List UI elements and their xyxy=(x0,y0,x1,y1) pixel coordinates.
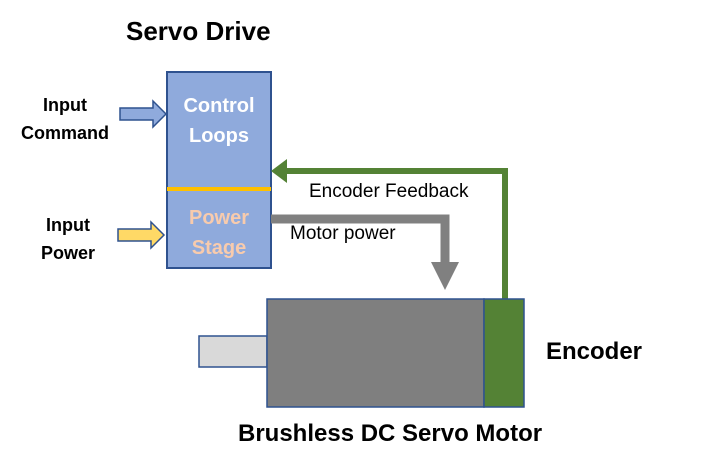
encoder-feedback-arrowhead xyxy=(271,159,287,183)
encoder-feedback-line xyxy=(284,168,508,300)
motor-power-label: Motor power xyxy=(290,223,396,244)
servo-drive-title: Servo Drive xyxy=(126,16,271,46)
motor-shaft xyxy=(198,335,268,368)
input-power-label: Input Power xyxy=(22,211,114,267)
input-power-arrow xyxy=(117,220,166,250)
encoder-label: Encoder xyxy=(546,338,643,365)
control-loops-text: Control Loops xyxy=(183,95,255,147)
encoder-feedback-label: Encoder Feedback xyxy=(309,181,469,202)
power-stage-text: Power Stage xyxy=(188,207,250,259)
power-stage-label: Power Stage xyxy=(167,203,271,263)
encoder-block xyxy=(483,298,525,408)
motor-power-line xyxy=(271,214,450,262)
input-power-text: Input Power xyxy=(40,215,96,263)
motor-power-arrowhead xyxy=(431,262,459,290)
input-command-arrow xyxy=(119,99,168,129)
control-loops-label: Control Loops xyxy=(167,91,271,151)
input-command-text: Input Command xyxy=(20,95,109,143)
servo-drive-box xyxy=(166,71,272,269)
motor-body xyxy=(266,298,485,408)
input-command-label: Input Command xyxy=(18,91,112,147)
motor-label: Brushless DC Servo Motor xyxy=(238,420,543,447)
